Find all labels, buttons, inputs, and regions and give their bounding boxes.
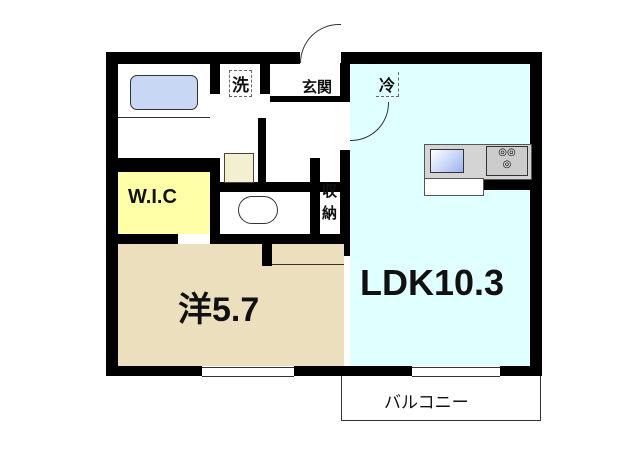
label-balcony: バルコニー — [384, 393, 469, 413]
label-storage: 収納 — [322, 182, 338, 222]
sink-icon — [430, 149, 464, 173]
balcony — [341, 376, 541, 421]
wall-storage-left — [310, 158, 320, 244]
wall-entrance-bottom — [270, 96, 350, 102]
wall-wic-right — [210, 172, 220, 244]
wall-washroom-right — [260, 64, 270, 94]
wall-washroom-right2 — [258, 118, 266, 188]
window-western[interactable] — [202, 367, 294, 377]
bath-divider — [118, 117, 210, 118]
wall-top-right — [340, 52, 542, 64]
wall-bottom-3 — [500, 366, 542, 376]
wall-mid-horizontal — [210, 234, 344, 244]
label-fridge: 冷 — [376, 72, 400, 97]
wall-bottom-2 — [294, 366, 412, 376]
wall-closet-stub — [262, 244, 272, 266]
wall-bath-right — [210, 64, 220, 94]
room-label-wic: W.I.C — [128, 186, 177, 208]
wall-bottom-1 — [106, 366, 202, 376]
wall-storage-right — [340, 150, 350, 244]
wall-toilet-top — [220, 182, 350, 192]
wic-floor — [118, 172, 210, 234]
wall-wic-bottom — [118, 234, 178, 244]
wall-top-left — [106, 52, 300, 64]
wall-ldk-left — [344, 244, 350, 256]
room-label-western: 洋5.7 — [178, 291, 260, 329]
label-washer: 洗 — [229, 70, 252, 97]
bathtub-icon — [130, 75, 198, 110]
stove-icon: ◎◎◎ — [486, 146, 528, 176]
wall-entrance-right — [340, 64, 350, 102]
wall-right — [530, 52, 542, 376]
label-entrance: 玄関 — [302, 78, 333, 96]
entrance-door[interactable] — [300, 24, 341, 63]
wall-bath-bottom — [118, 158, 220, 172]
closet-shelf — [272, 264, 344, 265]
washbasin-icon — [224, 153, 254, 183]
window-ldk[interactable] — [412, 367, 500, 377]
wall-left — [106, 52, 118, 376]
room-label-ldk: LDK10.3 — [360, 262, 505, 303]
toilet-icon — [238, 196, 278, 224]
kitchen-base — [424, 178, 484, 196]
